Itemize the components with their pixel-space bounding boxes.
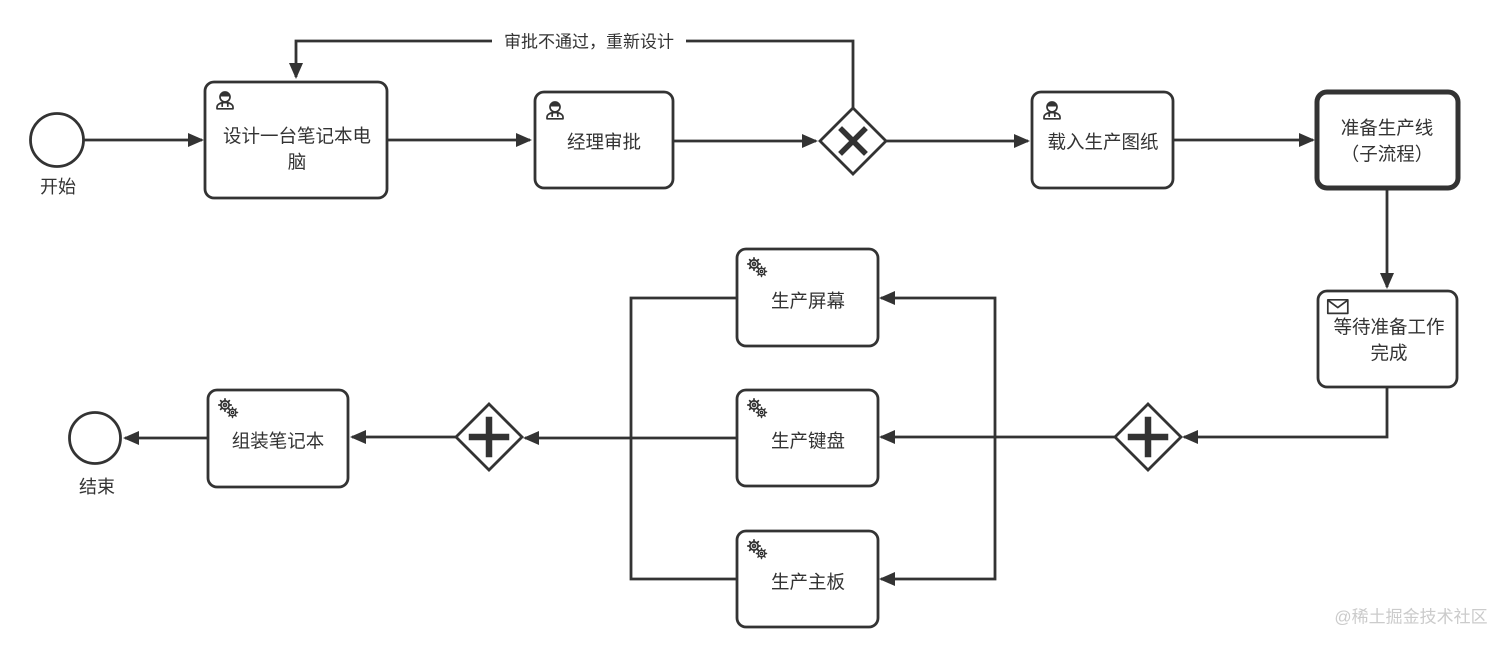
task-load-box	[1030, 90, 1175, 190]
subprocess-prepare: 准备生产线 （子流程）	[1314, 89, 1461, 191]
task-approve-label: 经理审批	[567, 132, 641, 153]
flow-reject-loop: 审批不通过，重新设计	[289, 27, 855, 108]
task-design: 设计一台笔记本电 脑	[203, 80, 389, 200]
end-event: 结束	[68, 411, 122, 497]
task-mainboard: 生产主板	[735, 529, 880, 629]
task-load: 载入生产图纸	[1030, 90, 1175, 190]
start-event-circle	[29, 112, 85, 168]
task-assemble-box	[206, 388, 350, 489]
task-wait-label-line1: 等待准备工作	[1333, 317, 1444, 338]
task-mainboard-box	[735, 529, 880, 629]
end-event-label: 结束	[79, 477, 115, 497]
task-load-label: 载入生产图纸	[1047, 132, 1158, 153]
watermark: @稀土掘金技术社区	[1334, 608, 1487, 627]
task-screen: 生产屏幕	[735, 247, 880, 348]
task-approve-box	[533, 90, 675, 190]
task-assemble: 组装笔记本	[206, 388, 350, 489]
flow-reject-label: 审批不通过，重新设计	[504, 33, 674, 52]
flow-reject-label-bg	[492, 27, 686, 55]
task-wait-box	[1316, 289, 1459, 389]
task-keyboard-box	[735, 388, 880, 488]
subprocess-prepare-box	[1314, 89, 1461, 191]
subprocess-prepare-label-line2: （子流程）	[1341, 144, 1434, 165]
task-design-label-line2: 脑	[288, 152, 307, 173]
task-mainboard-label: 生产主板	[771, 572, 845, 593]
end-event-circle	[68, 411, 122, 465]
flow-screen-to-join	[629, 296, 737, 437]
subprocess-prepare-label-line1: 准备生产线	[1341, 118, 1434, 139]
task-approve: 经理审批	[533, 90, 675, 190]
task-assemble-label: 组装笔记本	[232, 431, 325, 452]
plus-mark-icon	[468, 416, 510, 458]
gateway-exclusive	[818, 106, 888, 176]
flow-fork-to-mainboard	[879, 437, 997, 586]
task-keyboard: 生产键盘	[735, 388, 880, 488]
task-screen-label: 生产屏幕	[771, 291, 845, 312]
start-event-label: 开始	[40, 177, 76, 197]
flow-mainboard-to-join	[629, 437, 737, 581]
task-design-box	[203, 80, 389, 200]
plus-mark-icon	[1127, 416, 1169, 458]
flow-wait-to-fork-gateway	[1182, 385, 1389, 444]
task-screen-box	[735, 247, 880, 348]
start-event: 开始	[29, 112, 85, 197]
task-wait: 等待准备工作 完成	[1316, 289, 1459, 389]
x-mark-icon	[838, 126, 868, 156]
gateway-parallel-fork	[1113, 402, 1183, 472]
task-wait-label-line2: 完成	[1370, 343, 1407, 364]
task-keyboard-label: 生产键盘	[771, 431, 845, 452]
task-design-label-line1: 设计一台笔记本电	[223, 126, 371, 147]
gateway-parallel-join	[454, 402, 524, 472]
flow-fork-to-screen	[879, 291, 997, 437]
